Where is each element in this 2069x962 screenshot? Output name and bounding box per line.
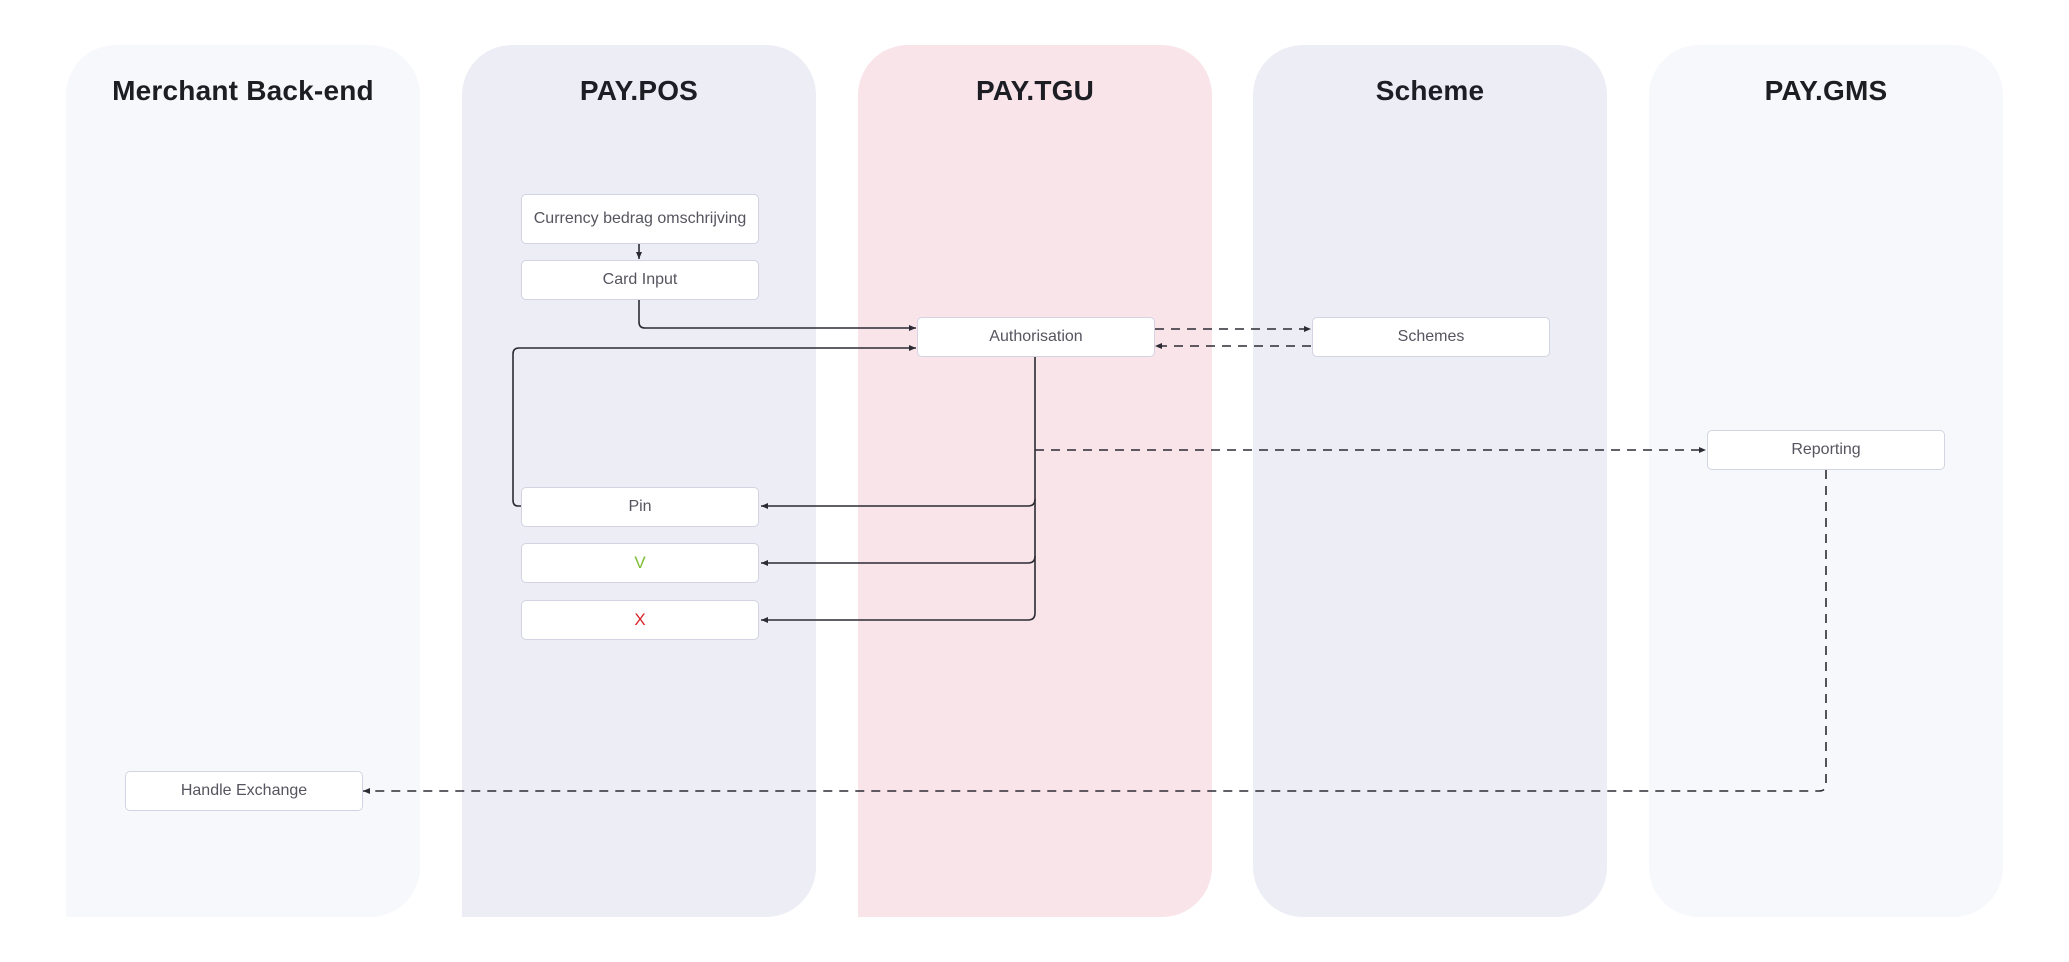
node-currency: Currency bedrag omschrijving (521, 194, 759, 244)
node-handle-exchange: Handle Exchange (125, 771, 363, 811)
edge-card-input-to-authorisation (638, 300, 916, 331)
lane-scheme (1253, 45, 1607, 917)
edge-authorisation-to-approved (761, 499, 1036, 566)
lane-title-scheme: Scheme (1375, 75, 1485, 106)
node-reporting: Reporting (1707, 430, 1945, 470)
lane-title-merchant-backend: Merchant Back-end (112, 75, 374, 106)
lane-title-pay-tgu: PAY.TGU (975, 75, 1095, 106)
edge-pin-to-authorisation (512, 345, 916, 507)
lane-title-pay-pos: PAY.POS (579, 75, 699, 106)
lane-pay-pos (462, 45, 816, 917)
node-declined: X (521, 600, 759, 640)
lane-pay-gms (1649, 45, 2003, 917)
edge-authorisation-to-pin (761, 357, 1036, 509)
node-card-input: Card Input (521, 260, 759, 300)
node-pin: Pin (521, 487, 759, 527)
node-approved: V (521, 543, 759, 583)
edge-authorisation-to-declined (761, 556, 1036, 623)
node-authorisation: Authorisation (917, 317, 1155, 357)
lane-title-pay-gms: PAY.GMS (1764, 75, 1888, 106)
node-schemes: Schemes (1312, 317, 1550, 357)
edge-reporting-to-handle-exchange (363, 470, 1827, 794)
